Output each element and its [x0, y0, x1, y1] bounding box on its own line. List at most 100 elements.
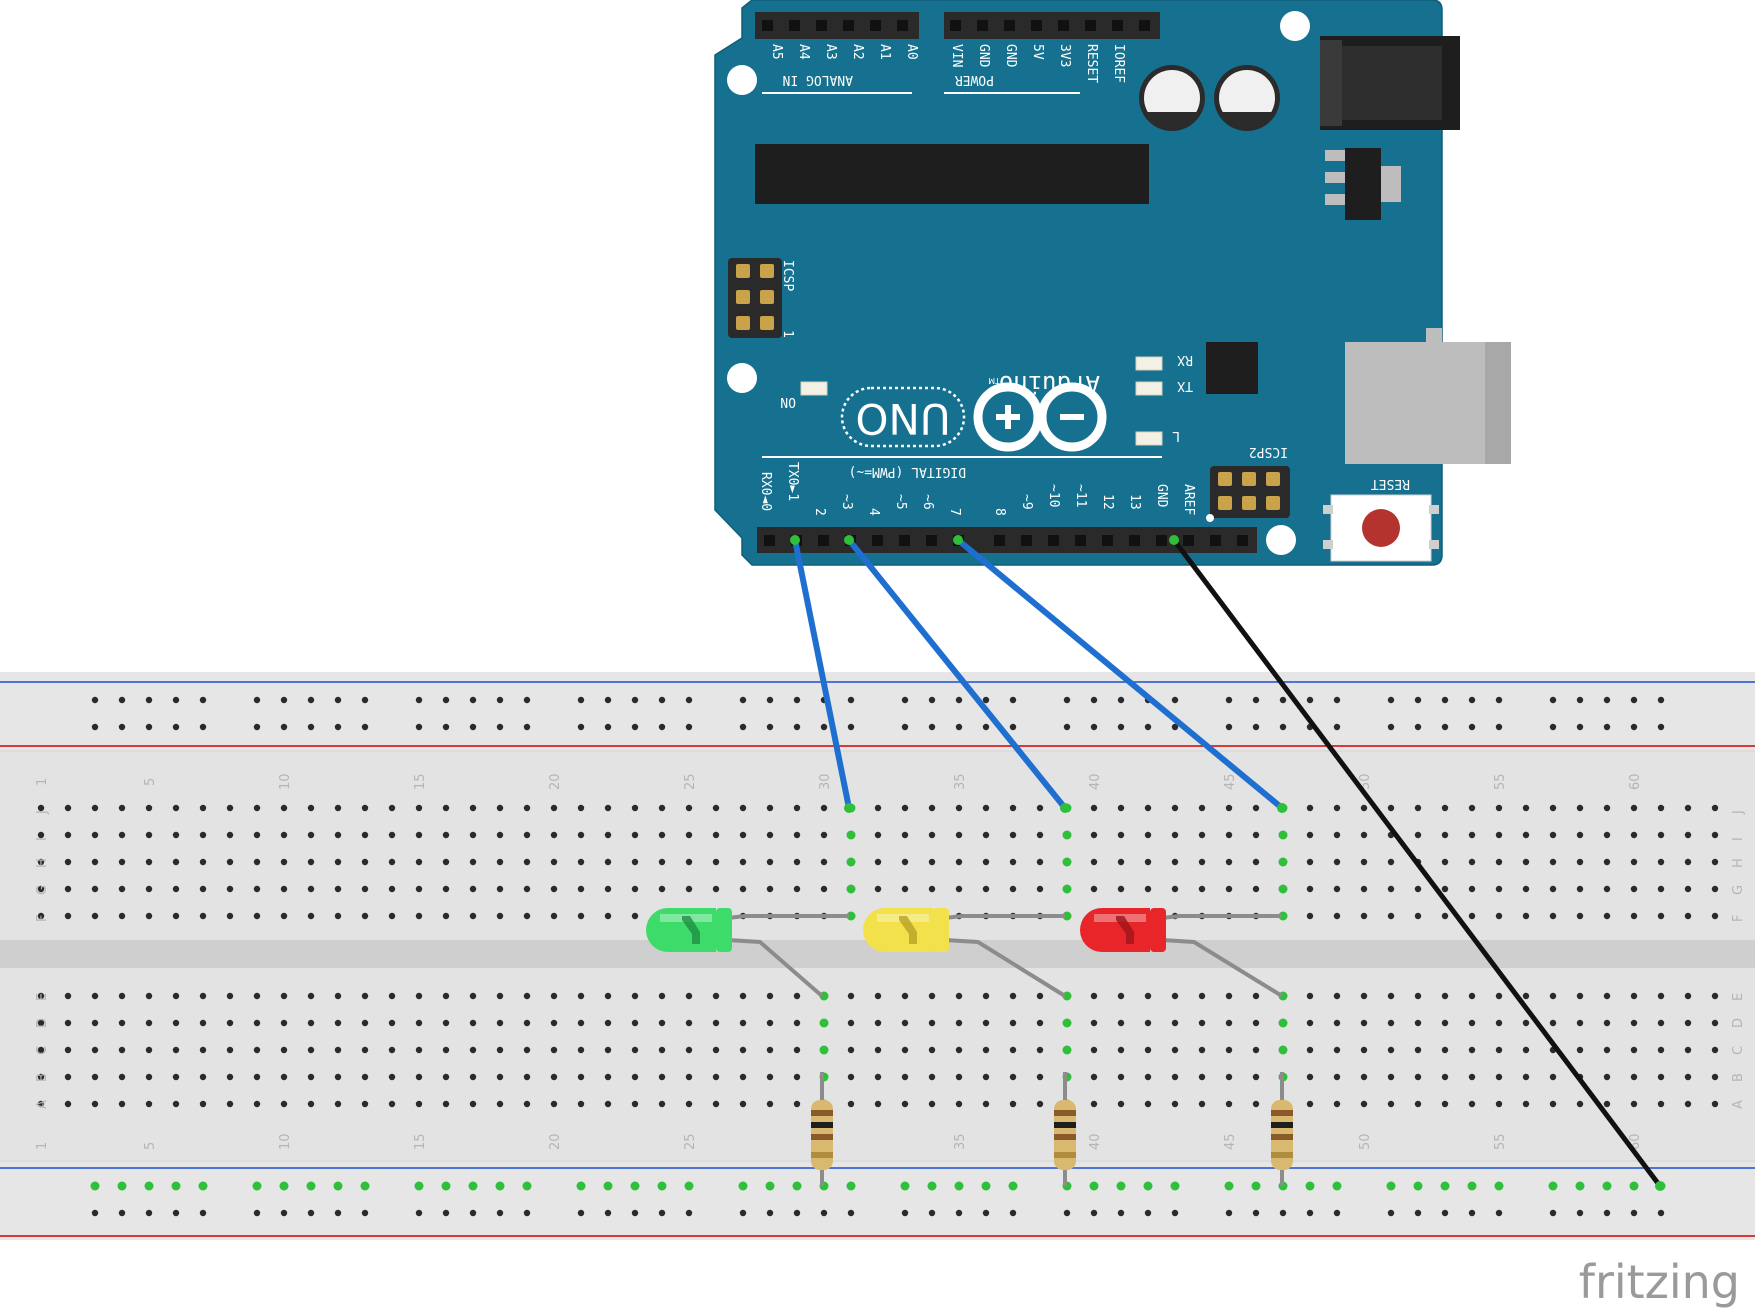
wire-pin1[interactable] — [792, 537, 852, 811]
rail-hole — [955, 1209, 963, 1217]
rail-hole — [90, 1181, 100, 1191]
breadboard-hole — [280, 1046, 288, 1054]
breadboard-hole — [496, 1073, 504, 1081]
row-letter: F — [1731, 915, 1746, 922]
row-letter: I — [35, 837, 50, 841]
breadboard-hole — [1117, 804, 1125, 812]
breadboard-hole — [604, 1019, 612, 1027]
uno-logo: UNO — [840, 386, 966, 448]
rail-hole — [172, 696, 180, 704]
rail-hole — [495, 1181, 505, 1191]
row-letter: H — [35, 858, 50, 868]
rail-hole — [577, 696, 585, 704]
breadboard-hole — [253, 1046, 261, 1054]
icsp2-label: ICSP2 — [1249, 444, 1288, 459]
breadboard-hole — [1333, 1019, 1341, 1027]
breadboard-hole — [145, 804, 153, 812]
rail-hole — [630, 1181, 640, 1191]
wire-pin7[interactable] — [955, 537, 1285, 811]
pin-label-d5: ~5 — [893, 494, 908, 510]
breadboard-hole — [118, 885, 126, 893]
wire-pin3[interactable] — [846, 537, 1068, 811]
rail-hole — [820, 723, 828, 731]
rail-hole — [1090, 723, 1098, 731]
breadboard-hole — [145, 885, 153, 893]
breadboard-hole — [496, 885, 504, 893]
breadboard-hole — [388, 858, 396, 866]
rail-hole — [334, 696, 342, 704]
reset-button[interactable] — [1323, 494, 1439, 562]
rail-hole — [1143, 1181, 1153, 1191]
pin-label-a4: A4 — [796, 44, 811, 60]
pin-label-d4: 4 — [866, 508, 881, 516]
breadboard-hole — [1414, 1046, 1422, 1054]
wire-gnd[interactable] — [1171, 537, 1663, 1189]
rail-hole — [1224, 1181, 1234, 1191]
breadboard-hole — [118, 1046, 126, 1054]
breadboard-hole — [1144, 858, 1152, 866]
breadboard-hole — [1360, 858, 1368, 866]
breadboard-hole — [1387, 1019, 1395, 1027]
on-led — [800, 381, 828, 396]
breadboard-hole — [1090, 804, 1098, 812]
breadboard-hole — [1522, 912, 1530, 920]
breadboard-hole — [982, 885, 990, 893]
breadboard-hole — [1441, 1100, 1449, 1108]
breadboard-hole — [604, 885, 612, 893]
breadboard-hole — [1036, 804, 1044, 812]
breadboard-hole — [658, 1073, 666, 1081]
breadboard-hole — [712, 831, 720, 839]
breadboard-hole — [91, 885, 99, 893]
breadboard-hole — [658, 1100, 666, 1108]
breadboard-hole — [604, 912, 612, 920]
rail-hole — [1549, 696, 1557, 704]
breadboard-hole — [1360, 1100, 1368, 1108]
rail-hole — [1225, 723, 1233, 731]
breadboard-hole — [1414, 831, 1422, 839]
rail-hole — [1089, 1181, 1099, 1191]
rail-hole — [631, 1209, 639, 1217]
col-num: 35 — [953, 773, 968, 790]
rail-hole — [442, 1209, 450, 1217]
rail-hole — [1576, 723, 1584, 731]
aref-dot — [1206, 514, 1214, 522]
breadboard-hole — [388, 912, 396, 920]
rail-hole — [1549, 723, 1557, 731]
voltage-regulator — [1325, 148, 1401, 220]
breadboard-hole — [1198, 1046, 1206, 1054]
rail-hole — [198, 1181, 208, 1191]
rail-hole — [1441, 1209, 1449, 1217]
breadboard-hole — [1090, 1046, 1098, 1054]
breadboard-hole — [253, 912, 261, 920]
breadboard-hole — [604, 992, 612, 1000]
pin-label-a1: A1 — [877, 44, 892, 60]
breadboard-hole — [280, 1100, 288, 1108]
breadboard-hole — [199, 804, 207, 812]
breadboard-hole — [874, 1046, 882, 1054]
breadboard-hole — [1684, 885, 1692, 893]
breadboard-hole — [631, 804, 639, 812]
breadboard-hole — [1711, 831, 1719, 839]
breadboard-hole — [1360, 1073, 1368, 1081]
rail-hole — [415, 696, 423, 704]
breadboard-hole — [334, 831, 342, 839]
col-num: 25 — [683, 1133, 698, 1150]
breadboard-hole — [1117, 1046, 1125, 1054]
arduino-brand-text: Arduino — [999, 370, 1100, 398]
breadboard-hole — [577, 804, 585, 812]
rail-hole — [1251, 1181, 1261, 1191]
breadboard-hole — [1252, 1046, 1260, 1054]
breadboard-hole — [307, 1100, 315, 1108]
breadboard-hole — [658, 992, 666, 1000]
breadboard-hole — [1225, 1073, 1233, 1081]
breadboard-hole — [928, 1046, 936, 1054]
breadboard-hole — [1549, 831, 1557, 839]
rail-hole — [901, 696, 909, 704]
rail-hole — [1171, 723, 1179, 731]
breadboard-hole — [1252, 1100, 1260, 1108]
breadboard-hole — [37, 858, 45, 866]
breadboard-hole — [1278, 884, 1288, 894]
breadboard-hole — [631, 992, 639, 1000]
breadboard: 1 5 10 15 20 25 30 35 40 45 50 55 60 1 5… — [0, 672, 1755, 1240]
breadboard-hole — [1198, 1019, 1206, 1027]
